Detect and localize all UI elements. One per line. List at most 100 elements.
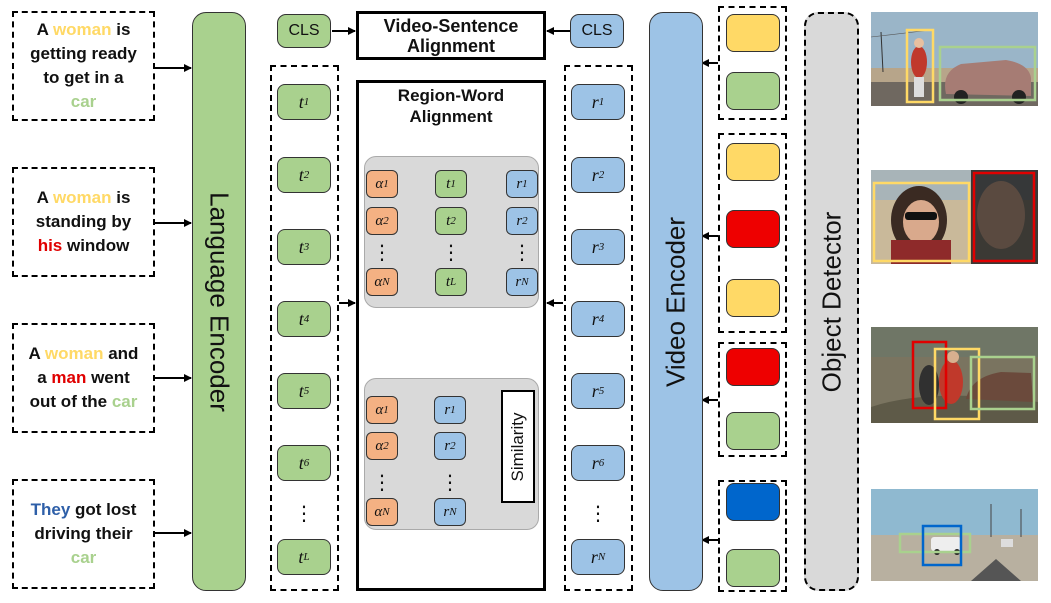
text-cls-label: CLS [288, 22, 320, 39]
sentence-text: to get in a [43, 68, 124, 87]
region-feature-green [726, 72, 780, 110]
sentence-line: driving their [34, 522, 132, 546]
token-base: t [298, 452, 304, 473]
token-base: r [516, 175, 523, 192]
token-subscript: 2 [450, 215, 456, 227]
token-subscript: 6 [303, 457, 310, 469]
token-subscript: 4 [303, 313, 310, 325]
sentence-line: A woman is [37, 186, 131, 210]
token-subscript: L [303, 551, 310, 563]
video-encoder-label: Video Encoder [660, 216, 691, 387]
token-subscript: 6 [598, 457, 605, 469]
frame-2-image [871, 170, 1038, 264]
video-sentence-line1: Video-Sentence [383, 15, 519, 36]
token-subscript: 3 [303, 241, 310, 253]
sentence-text: A [28, 344, 45, 363]
region-feature-green [726, 549, 780, 587]
sentence-line: car [71, 90, 97, 114]
sentence-text: A [36, 20, 53, 39]
token-subscript: N [382, 276, 390, 288]
sentence-text: window [62, 236, 130, 255]
token-subscript: 5 [598, 385, 605, 397]
highlighted-word: his [37, 236, 63, 255]
token-subscript: 1 [383, 404, 389, 416]
sentence-line: to get in a [43, 66, 123, 90]
token-subscript: N [382, 506, 390, 518]
sentence-text: A [36, 188, 53, 207]
highlighted-word: woman [44, 344, 104, 363]
language-encoder-label: Language Encoder [204, 191, 235, 412]
region-feature-yellow [726, 143, 780, 181]
token-base: t [445, 273, 451, 290]
token-subscript: 2 [383, 440, 389, 452]
similarity-box: Similarity [501, 390, 535, 503]
token-subscript: 2 [383, 215, 389, 227]
region-feature-red [726, 210, 780, 248]
region-group-3 [718, 342, 787, 457]
token-subscript: 2 [522, 215, 528, 227]
frame-4-image [871, 489, 1038, 581]
region-feature-dark-blue [726, 483, 780, 521]
token-base: α [375, 212, 384, 229]
region-word-title-line2: Alignment [409, 107, 493, 126]
token-base: r [591, 91, 599, 112]
frame-1-image [871, 12, 1038, 106]
token-subscript: 1 [522, 178, 528, 190]
token-base: t [298, 546, 304, 567]
token-base: r [591, 236, 599, 257]
object-detector: Object Detector [804, 12, 859, 591]
text-cls-token: CLS [277, 14, 331, 48]
region-group-4 [718, 480, 787, 592]
region-feature-yellow [726, 279, 780, 317]
token-subscript: 4 [598, 313, 605, 325]
top-alpha-ellipsis: ⋮ [372, 241, 392, 264]
video-sentence-alignment: Video-Sentence Alignment [356, 11, 546, 60]
region-token-ellipsis: ⋮ [588, 502, 608, 525]
token-base: r [443, 503, 450, 520]
region-group-1 [718, 6, 787, 120]
token-subscript: 1 [303, 96, 310, 108]
token-base: r [591, 452, 599, 473]
token-base: t [446, 175, 451, 192]
sentence-line: a man went [37, 366, 130, 390]
sentence-text: out of the [29, 392, 112, 411]
token-base: t [298, 380, 304, 401]
highlighted-word: They [30, 500, 71, 519]
sentence-line: getting ready [30, 42, 137, 66]
region-feature-green [726, 412, 780, 450]
video-cls-label: CLS [581, 22, 613, 39]
sentence-line: A woman is [37, 18, 131, 42]
highlighted-word: car [70, 548, 97, 567]
region-feature-red [726, 348, 780, 386]
token-subscript: 1 [383, 178, 389, 190]
highlighted-word: car [111, 392, 138, 411]
highlighted-word: woman [52, 20, 112, 39]
token-subscript: 2 [450, 440, 456, 452]
token-base: r [444, 437, 451, 454]
video-cls-token: CLS [570, 14, 624, 48]
